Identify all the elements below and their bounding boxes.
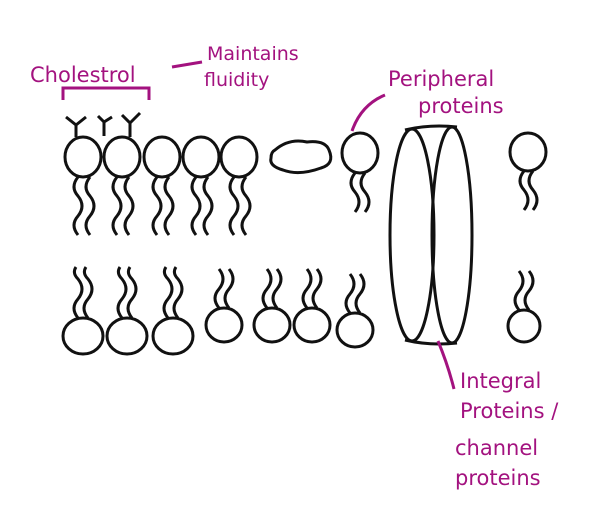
channel-proteins-label: proteins [455,466,541,490]
lower-phospholipid [506,270,542,344]
cholesterol-bracket [61,86,151,100]
upper-leaflet [63,131,548,236]
integral-pointer [436,340,456,390]
lower-phospholipid [204,268,244,344]
cholesterol-molecules [65,111,142,137]
cholesterol-molecule [120,111,142,137]
lower-leaflet [61,266,542,356]
peripheral-pointer [350,93,386,132]
peripheral-proteins-label: proteins [418,94,504,118]
upper-phospholipid [102,135,142,236]
fluidity-connector [171,60,203,69]
integral-proteins-label: Proteins / [460,399,559,423]
lower-phospholipid [61,266,105,356]
labels: Cholestrol Maintains fluidity Peripheral… [30,43,559,490]
lower-phospholipid [105,266,149,356]
lower-phospholipid [292,268,332,344]
peripheral-label: Peripheral [388,67,494,91]
lower-phospholipid [335,273,375,349]
cholesterol-label: Cholestrol [30,63,136,87]
cholesterol-molecule [96,114,113,136]
annotation-lines [61,60,456,390]
cholesterol-molecule [65,115,87,137]
channel-label: channel [455,436,538,460]
peripheral-protein-blob [269,139,333,175]
upper-phospholipid [508,131,548,211]
upper-phospholipid [340,131,380,213]
integral-label: Integral [460,369,541,393]
upper-phospholipid [219,135,259,236]
integral-protein [388,124,474,346]
upper-phospholipid [142,135,182,236]
maintains-label: Maintains [207,43,299,65]
lower-phospholipid [151,266,195,356]
lower-phospholipid [252,268,292,344]
upper-phospholipid [181,135,221,236]
upper-phospholipid [63,135,103,236]
fluidity-label: fluidity [204,69,269,91]
